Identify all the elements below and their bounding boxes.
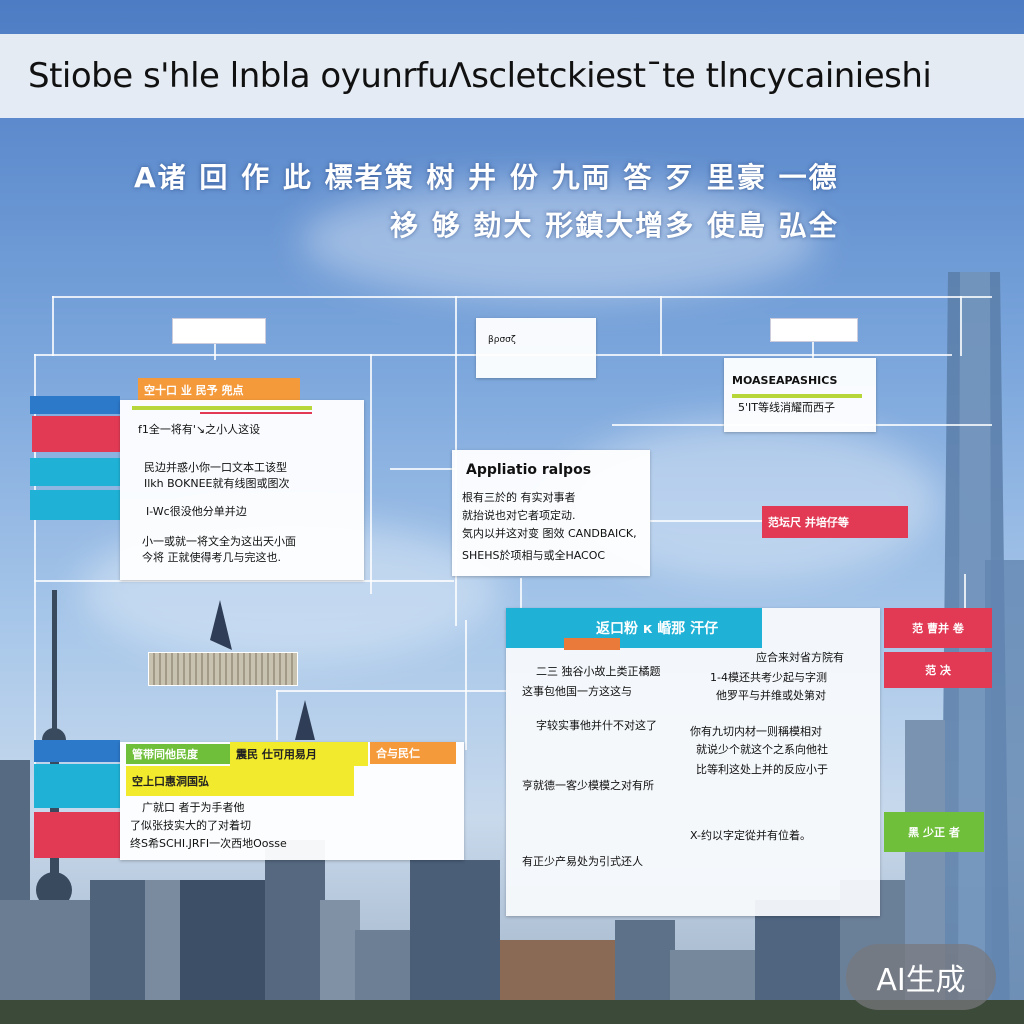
node-text: 就说少个就这个之系向他社 [696,743,828,756]
node-box-top-right [770,318,858,342]
node-text: 5'IT等线消耀而西子 [738,401,835,414]
node-card-left: f1全一将有'↘之小人这设 民边并惑小你一口文本工该型 Ilkh BOKNEE就… [120,400,364,580]
building-thumbnail [148,652,298,686]
connector-line [812,342,814,358]
tag-red [34,812,120,858]
tag-cyan [30,458,120,486]
connector-line [276,690,278,740]
node-card-bottom-left: 管带同他民度 震民 仕可用易月 合与民仁 空上口惠洞国弘 广就口 者于为手者他 … [120,742,464,860]
ai-generated-badge: AI生成 [846,944,996,1010]
node-text: 気内以并这对变 图效 CANDBAICK, [462,527,637,540]
node-title: MOASEAPASHICS [732,374,838,387]
node-text: 他罗平与并维或处第对 [716,689,826,702]
node-box-top-left [172,318,266,344]
tag-cyan [30,490,120,520]
tag-yellow: 空上口惠洞国弘 [126,766,354,796]
node-text: 今将 正就使得考几与完这也. [142,551,281,564]
connector-line [34,354,36,774]
node-text: 1-4模还共考少起与字测 [710,671,827,684]
node-text: 比等利这处上并的反应小于 [696,763,828,776]
node-text: 小一或就一将文全为这出天小面 [142,535,296,548]
tag-blue [30,396,120,414]
node-text: 你有九切内材一则稱模相对 [690,725,822,738]
node-text: I-Wc很没他分单并边 [146,505,247,518]
accent-strip [132,406,312,410]
node-text: 民边并惑小你一口文本工该型 [144,461,287,474]
cloud [300,180,820,300]
title-banner: Stiobe s'hle lnbla oyunrfuΛscletckiestˉt… [0,34,1024,118]
tag-orange [564,638,620,650]
node-card-bottom-center: 返口粉 к 崏那 汗仔 应合来対省方院有 1-4模还共考少起与字测 他罗平与并维… [506,608,880,916]
node-card-top-right: MOASEAPASHICS 5'IT等线消耀而西子 [724,358,876,432]
tag-green: 管带同他民度 [126,744,230,764]
node-text: 二三 独谷小故上类正橘题 [536,665,661,678]
connector-line [276,690,506,692]
node-box-top-center: βρσσζ [476,318,596,378]
node-text: 了似张技实大的了对着切 [130,819,251,832]
tag-red: 范 曹并 卷 [884,608,992,648]
tag-orange: 合与民仁 [370,742,456,764]
tag-cyan: 返口粉 к 崏那 汗仔 [506,608,762,648]
node-text: 终S希SCHI.JRFI一次西地Oosse [130,837,287,850]
node-title: Appliatio ralpos [466,462,592,478]
accent-strip [200,412,312,414]
node-text: 这事包他国一方这这与 [522,685,632,698]
node-text: SHEHS於项相与或全HACOC [462,549,606,562]
tag-red: 范坛尺 并培仔等 [762,506,908,538]
node-text: 有正少产易处为引式还人 [522,855,643,868]
node-text: 应合来対省方院有 [756,651,844,664]
connector-line [964,574,966,614]
ai-generated-label: AI生成 [876,963,966,998]
tag-blue [34,740,120,762]
node-text: 亨就德一客少模模之对有所 [522,779,654,792]
connector-line [960,296,962,356]
connector-line [52,296,54,356]
connector-line [34,580,454,582]
connector-line [650,520,762,522]
node-text: f1全一将有'↘之小人这设 [138,423,261,436]
node-card-application: Appliatio ralpos 根有三於的 有实对事者 就抬说也对它者项定动.… [452,450,650,576]
tag-cyan [34,764,120,808]
connector-line [390,468,456,470]
connector-line [465,620,467,750]
subtitle-line-2: 袳 够 勎大 形鎮大增多 使島 弘全 [390,209,839,242]
connector-line [520,578,522,608]
node-text: 根有三於的 有实对事者 [462,491,576,504]
node-text: 字较实事他并什不对这了 [536,719,657,732]
connector-line [660,296,662,356]
page-title: Stiobe s'hle lnbla oyunrfuΛscletckiestˉt… [28,56,932,96]
tag-yellow: 震民 仕可用易月 [230,742,368,766]
node-title: βρσσζ [488,335,516,345]
tag-green: 黑 少正 者 [884,812,984,852]
accent-strip [732,394,862,398]
connector-line [370,354,372,594]
connector-line [214,344,216,360]
tag-orange: 空十口 业 民予 兜点 [138,378,300,402]
tag-red [32,416,120,452]
subtitle-line-1: A诸 回 作 此 標者策 树 井 份 九両 答 歹 里豪 一德 [134,161,839,194]
node-text: Ilkh BOKNEE就有线图或图次 [144,477,290,490]
connector-line [52,296,992,298]
node-text: 广就口 者于为手者他 [142,801,245,814]
node-text: X-约以字定從并有位着。 [690,829,811,842]
tag-red: 范 决 [884,652,992,688]
node-text: 就抬说也对它者项定动. [462,509,576,522]
